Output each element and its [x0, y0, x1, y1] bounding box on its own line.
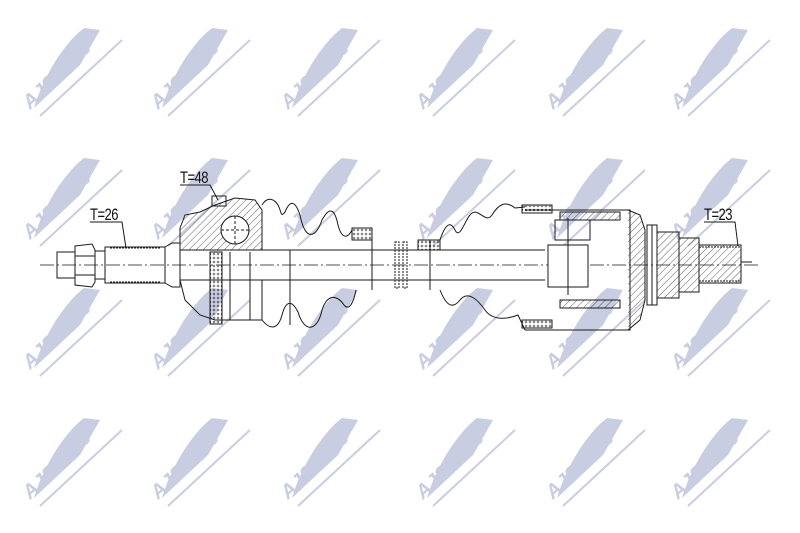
leader-t26: [90, 221, 127, 249]
inner-tripod-housing: [521, 204, 658, 331]
inner-stub-axle: [656, 231, 752, 299]
main-shaft: [262, 240, 545, 290]
label-inner-spline-count: T=23: [704, 205, 733, 224]
label-outer-spline-count: T=26: [90, 205, 119, 224]
outer-stub-axle: [56, 242, 181, 288]
leader-t48: [180, 184, 219, 201]
leader-t23: [704, 221, 739, 247]
outer-cv-joint: [179, 195, 263, 325]
outer-boot: [261, 198, 373, 328]
label-abs-ring-teeth: T=48: [180, 168, 209, 187]
inner-boot: [417, 203, 526, 331]
